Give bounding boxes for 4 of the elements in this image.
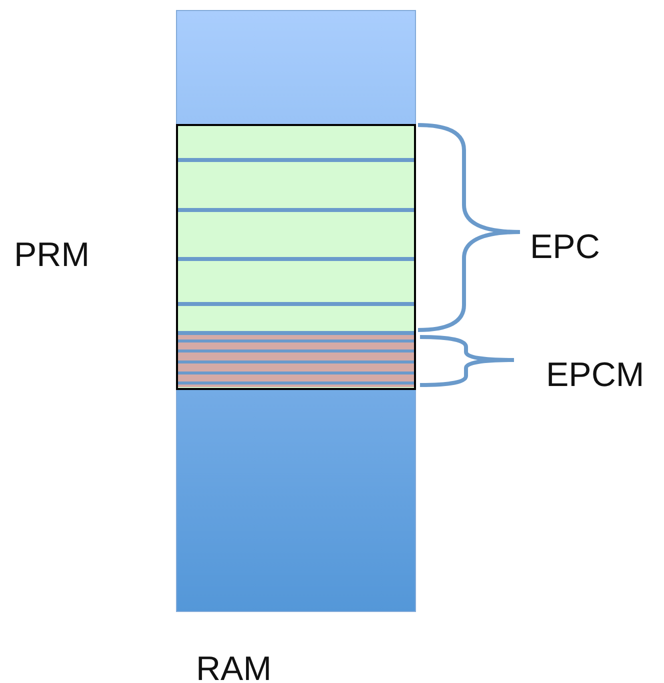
- memory-label: RAM: [196, 652, 272, 683]
- region-label: PRM: [14, 238, 90, 272]
- bracket-label: EPCM: [546, 358, 644, 392]
- bracket-label: EPC: [530, 230, 600, 264]
